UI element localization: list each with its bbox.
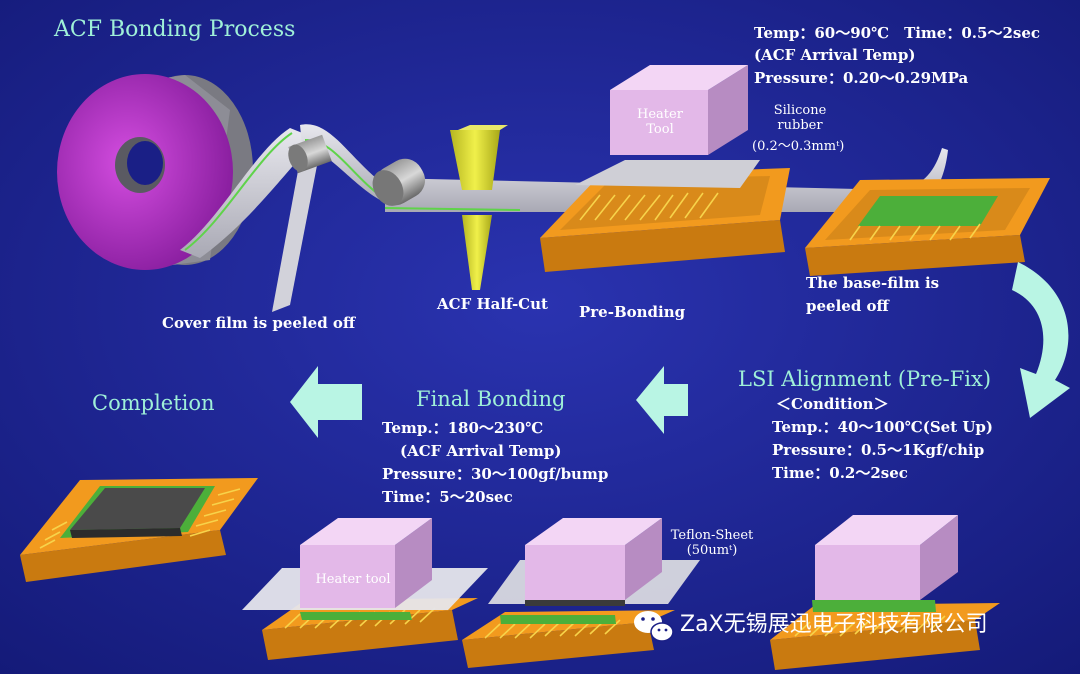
acf-half-cut-label: ACF Half-Cut: [437, 295, 548, 313]
heater-tool-top-line2: Tool: [646, 121, 674, 137]
teflon-line1: Teflon-Sheet: [670, 528, 754, 543]
heater-tool-top: [575, 65, 760, 188]
lsi-time: Time：0.2～2sec: [772, 464, 908, 482]
completed-chip-assembly: [20, 478, 258, 582]
heater-tool-top-label: Heater Tool: [622, 107, 698, 138]
teflon-sheet-label: Teflon-Sheet (50umᵗ): [670, 528, 754, 559]
lsi-temp: Temp.：40～100℃(Set Up): [772, 418, 994, 436]
heater-tool-top-line1: Heater: [637, 107, 683, 122]
final-bonding-heading: Final Bonding: [416, 387, 566, 411]
arrow-to-final: [636, 366, 688, 434]
silicone-thickness: (0.2～0.3mmᵗ): [752, 139, 845, 154]
wechat-icon: [634, 611, 674, 642]
watermark: ZaX无锡展迅电子科技有限公司: [680, 612, 988, 637]
base-film-substrate: [805, 178, 1050, 276]
final-pressure: Pressure：30～100gf/bump: [382, 465, 609, 483]
acf-reel: [57, 74, 253, 270]
page-title: ACF Bonding Process: [54, 17, 296, 42]
final-bonding-assembly-1: [242, 518, 488, 660]
teflon-line2: (50umᵗ): [686, 542, 738, 558]
top-spec-line2: (ACF Arrival Temp): [754, 46, 916, 64]
film-path: [180, 124, 948, 312]
base-film-label-2: peeled off: [806, 297, 889, 315]
heater-tool-bottom-label: Heater tool: [315, 572, 391, 587]
roller-2: [372, 158, 426, 206]
final-arrival: (ACF Arrival Temp): [400, 442, 562, 460]
final-temp: Temp.：180～230℃: [382, 419, 544, 437]
roller-1: [288, 134, 332, 174]
final-bonding-assembly-2: [462, 518, 700, 668]
top-spec-line3: Pressure：0.20～0.29MPa: [754, 69, 969, 87]
base-film-label-1: The base-film is: [806, 274, 940, 292]
lsi-alignment-assembly: [770, 515, 1000, 670]
lsi-pressure: Pressure：0.5～1Kgf/chip: [772, 441, 985, 459]
top-spec-line1: Temp：60～90℃ Time：0.5～2sec: [754, 24, 1040, 42]
lsi-alignment-heading: LSI Alignment (Pre-Fix): [738, 367, 992, 391]
pre-bonding-label: Pre-Bonding: [579, 303, 686, 321]
cover-film-label: Cover film is peeled off: [162, 314, 356, 332]
completion-heading: Completion: [92, 391, 215, 415]
final-time: Time：5～20sec: [382, 488, 513, 506]
silicone-line2: rubber: [777, 117, 823, 133]
curved-arrow: [1012, 262, 1070, 418]
acf-half-cut-blade: [450, 125, 508, 290]
arrow-to-completion: [290, 366, 362, 438]
silicone-line1: Silicone: [773, 103, 827, 118]
lsi-condition: ＜Condition＞: [776, 395, 889, 413]
silicone-rubber-label: Silicone rubber: [768, 103, 832, 134]
